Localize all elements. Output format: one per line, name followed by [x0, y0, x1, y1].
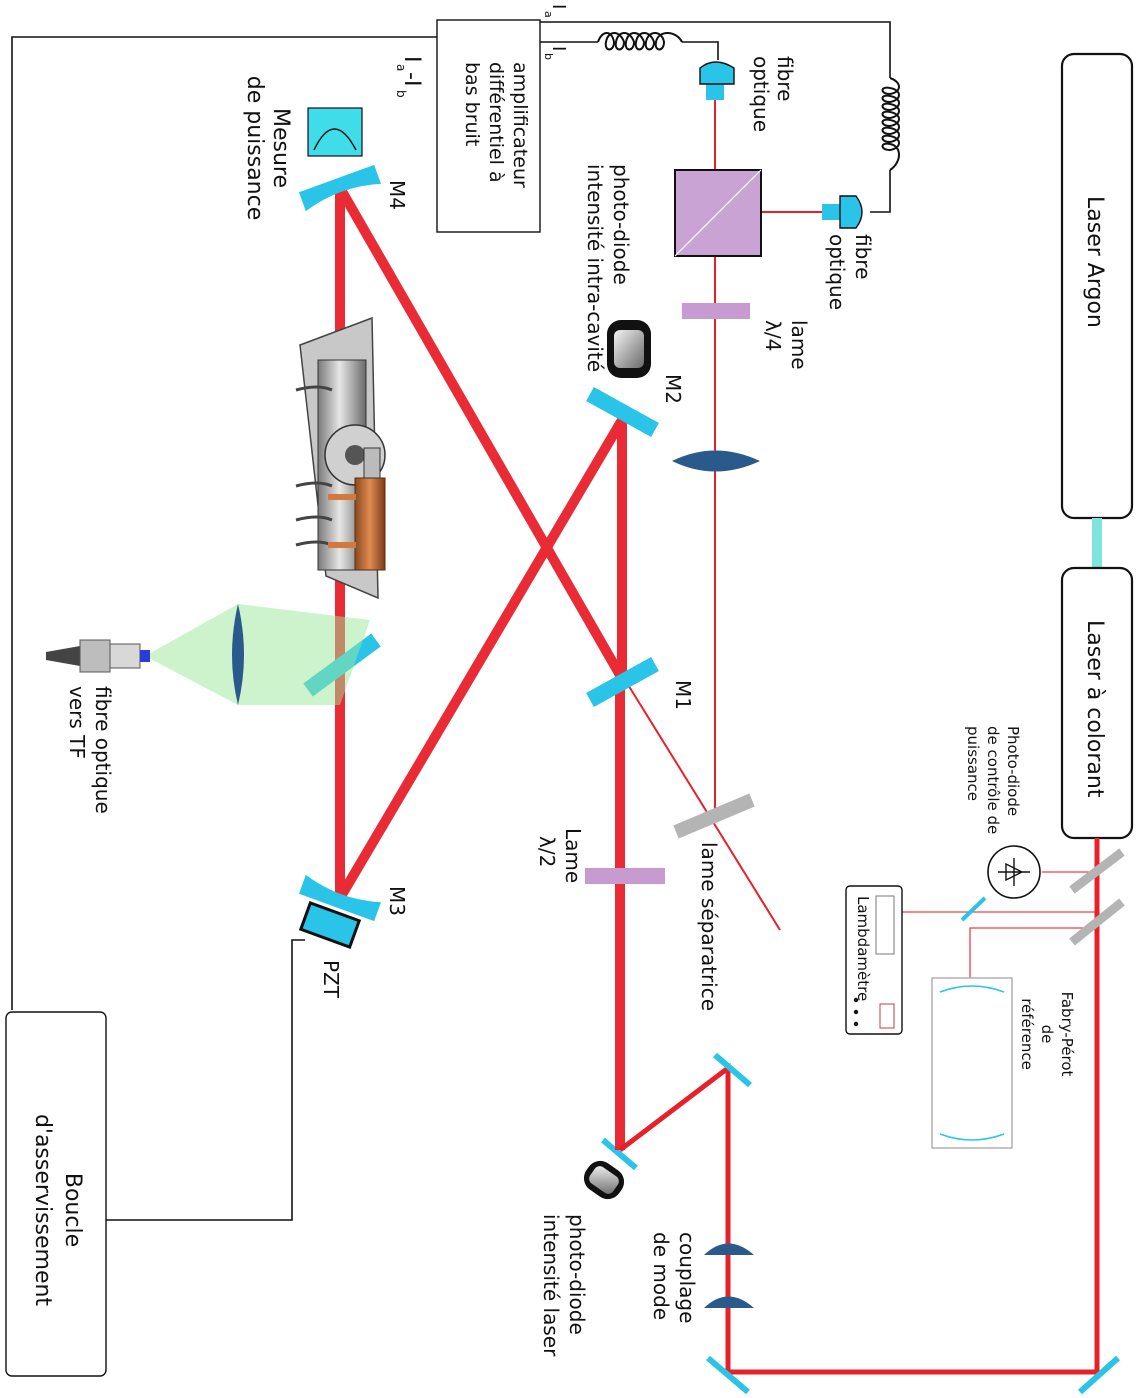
label-amplificateur-1: amplificateur	[509, 62, 531, 188]
label-lambdametre: Lambdamètre	[854, 896, 872, 1001]
svg-text:b: b	[394, 90, 408, 98]
label-ia: I a	[542, 4, 569, 18]
label-photodiode-controle-1: Photo-diode	[1004, 726, 1022, 816]
doubling-crystal-assembly	[295, 316, 386, 600]
label-amplificateur-2: différentiel à	[485, 62, 507, 183]
lame-separatrice-plate	[673, 793, 755, 839]
label-ia-minus-ib: I a -I b	[394, 56, 424, 98]
label-m1: M1	[671, 680, 695, 710]
svg-text:I: I	[548, 46, 569, 51]
collection-lens	[232, 604, 244, 705]
polarizing-cube	[674, 169, 762, 257]
photodiode-laser-icon	[583, 1160, 625, 1200]
label-laser-argon: Laser Argon	[1082, 196, 1107, 328]
label-fabry-perot-3: référence	[1018, 998, 1036, 1070]
label-lame-separatrice: lame séparatrice	[697, 842, 721, 1011]
label-lame-demi-2: λ/2	[535, 836, 559, 867]
fibre-coupler-top	[699, 61, 735, 100]
label-mesure-2: de puissance	[242, 76, 267, 221]
label-fibre-tf-1: fibre optique	[91, 686, 115, 814]
label-fibre-top-2: optique	[749, 56, 773, 132]
fabry-perot-cavity	[931, 977, 1013, 1149]
label-couplage-2: de mode	[649, 1232, 673, 1320]
probe-lens	[672, 450, 760, 472]
svg-text:a: a	[394, 64, 408, 71]
coupling-lens-2	[704, 1296, 754, 1308]
mirror-m2	[586, 387, 659, 437]
lame-demi-plate	[585, 868, 665, 884]
fibre-tf-connector	[46, 639, 150, 673]
steering-mirror	[713, 1052, 752, 1088]
label-lame-quart-1: lame	[787, 320, 811, 370]
label-mesure-1: Mesure	[268, 108, 293, 188]
svg-text:b: b	[542, 53, 555, 60]
mesure-puissance-icon	[307, 107, 363, 157]
label-photodiode-intra-1: photo-diode	[609, 164, 633, 285]
label-photodiode-laser-1: photo-diode	[565, 1214, 589, 1335]
label-laser-colorant: Laser à colorant	[1082, 620, 1107, 798]
fabry-perot-mirror	[960, 896, 987, 922]
label-boucle-1: Boucle	[60, 1173, 85, 1247]
label-couplage-1: couplage	[675, 1232, 699, 1323]
collected-light-cone	[145, 604, 370, 705]
label-lame-quart-2: λ/4	[761, 320, 785, 351]
mirror-m3	[298, 874, 382, 922]
svg-text:-I: -I	[399, 72, 424, 86]
cavity-leak-beam	[621, 674, 781, 931]
pd-control-splitter	[1069, 848, 1125, 894]
coupling-lens-1	[704, 1243, 754, 1255]
label-photodiode-laser-2: intensité laser	[539, 1214, 563, 1357]
label-m2: M2	[661, 374, 685, 404]
label-amplificateur-3: bas bruit	[461, 62, 483, 146]
corner-mirror-bottom-right	[1077, 1355, 1121, 1395]
label-boucle-2: d'asservissement	[30, 1114, 55, 1306]
svg-text:I: I	[548, 4, 569, 9]
amplificateur-box	[436, 19, 541, 233]
lambdametre-device	[845, 885, 903, 1035]
label-fibre-top-1: fibre	[773, 56, 797, 101]
input-coupler	[601, 1137, 638, 1171]
wiring	[11, 21, 891, 1221]
photodiode-controle-icon	[987, 845, 1041, 899]
label-m4: M4	[385, 180, 409, 210]
label-lame-demi-1: Lame	[561, 828, 585, 883]
argon-pump-link	[1092, 518, 1102, 568]
label-photodiode-controle-3: puissance	[964, 726, 982, 801]
coil-top	[597, 32, 683, 51]
label-fabry-perot-1: Fabry-Pérot	[1058, 992, 1076, 1077]
corner-mirror-bottom-left	[706, 1355, 750, 1395]
mirror-m1	[586, 657, 659, 707]
label-fibre-tf-2: vers TF	[65, 686, 89, 759]
svg-text:a: a	[542, 11, 555, 18]
photodiode-intra-icon	[607, 320, 651, 378]
label-photodiode-controle-2: de contrôle de	[984, 726, 1002, 834]
label-fibre-right-2: optique	[825, 234, 849, 310]
pzt-actuator	[298, 901, 362, 949]
label-m3: M3	[385, 886, 409, 916]
ring-cavity-beams	[335, 183, 627, 1150]
mirror-m4	[298, 164, 382, 212]
label-photodiode-intra-2: intensité intra-cavité	[583, 164, 607, 372]
label-fibre-right-1: fibre	[851, 234, 875, 279]
label-pzt: PZT	[319, 960, 343, 999]
coil-right	[881, 77, 900, 171]
svg-text:I: I	[399, 56, 424, 63]
lame-quart-plate	[682, 303, 750, 319]
label-fabry-perot-2: de	[1038, 1025, 1056, 1044]
fibre-coupler-right	[822, 195, 863, 229]
label-ib: I b	[542, 46, 569, 60]
lambdametre-splitter	[1069, 898, 1125, 946]
boucle-box	[5, 1011, 107, 1377]
